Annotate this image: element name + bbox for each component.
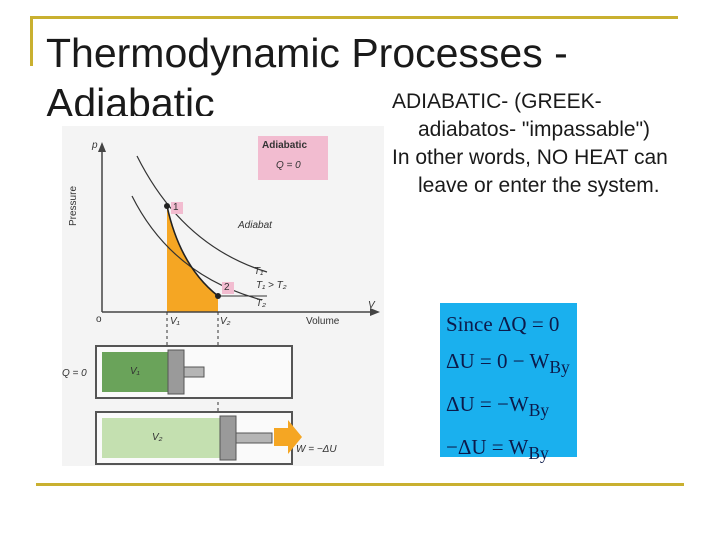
work-label: W = −ΔU [296, 444, 337, 455]
q-zero-label: Q = 0 [62, 368, 87, 379]
legend-box [258, 136, 328, 180]
cylinder-2-label: V₂ [152, 432, 163, 443]
t-relation-label: T₁ > T₂ [256, 280, 287, 291]
y-axis-arrow [98, 142, 106, 152]
point-1-label: 1 [173, 202, 179, 213]
v1-label: V₁ [170, 316, 180, 327]
frame-left-rule [30, 16, 33, 66]
axis-pressure-label: Pressure [68, 185, 79, 226]
state-point-2 [215, 293, 221, 299]
point-1-tag [171, 202, 183, 214]
x-axis-arrow [370, 308, 380, 316]
bullet-list: ADIABATIC- (GREEK- adiabatos- "impassabl… [392, 88, 692, 200]
equation-2: ΔU = 0 − WBy [446, 343, 571, 386]
work-area-shade [167, 206, 218, 312]
cylinder-2-piston [219, 415, 237, 461]
equation-1: Since ΔQ = 0 [446, 306, 571, 343]
isotherm-t1 [136, 155, 268, 273]
slide-title: Thermodynamic Processes - Adiabatic [46, 28, 606, 116]
pv-diagram [95, 136, 380, 465]
cylinder-1-rod [183, 366, 205, 378]
legend-equation: Q = 0 [276, 160, 301, 171]
point-2-label: 2 [224, 282, 230, 293]
adiabatic-figure: Adiabatic Q = 0 p Pressure V Volume o 1 … [62, 126, 384, 466]
point-2-tag [222, 282, 234, 294]
v2-label: V₂ [220, 316, 231, 327]
cylinder-1-piston [167, 349, 185, 395]
equation-2-text: ΔU = 0 − W [446, 349, 550, 373]
cylinder-2-rod [235, 432, 273, 444]
title-line-2: Adiabatic [46, 80, 215, 116]
equation-box: Since ΔQ = 0 ΔU = 0 − WBy ΔU = −WBy −ΔU … [440, 303, 577, 464]
origin-label: o [96, 314, 102, 325]
legend-title: Adiabatic [262, 140, 308, 151]
frame-bottom-rule [36, 483, 684, 486]
axis-p-label: p [92, 140, 98, 151]
equation-1-text: Since ΔQ = 0 [446, 312, 560, 336]
equation-2-subscript: By [549, 357, 570, 378]
equation-3-subscript: By [528, 400, 550, 421]
equation-4: −ΔU = WBy [446, 429, 571, 472]
adiabat-label: Adiabat [238, 220, 272, 231]
state-point-1 [164, 203, 170, 209]
cylinder-2-gas [102, 418, 220, 458]
bullet-definition: ADIABATIC- (GREEK- adiabatos- "impassabl… [392, 90, 651, 141]
isotherm-t2 [131, 195, 263, 301]
equation-4-text: −ΔU = W [446, 435, 529, 460]
cylinder-1-label: V₁ [130, 366, 140, 377]
axis-v-label: V [368, 300, 375, 311]
t2-label: T₂ [256, 298, 266, 309]
equation-3-text: ΔU = −W [446, 392, 529, 417]
cylinder-1-gas [102, 352, 168, 392]
adiabat-curve [166, 205, 219, 297]
bullet-explanation: In other words, NO HEAT can leave or ent… [392, 146, 668, 197]
equation-3: ΔU = −WBy [446, 386, 571, 429]
axis-volume-label: Volume [306, 316, 340, 327]
t1-label: T₁ [254, 266, 264, 277]
work-arrow-icon [274, 420, 302, 454]
frame-top-rule [30, 16, 678, 19]
title-line-1: Thermodynamic Processes - [46, 30, 568, 76]
equation-4-subscript: By [528, 443, 549, 464]
